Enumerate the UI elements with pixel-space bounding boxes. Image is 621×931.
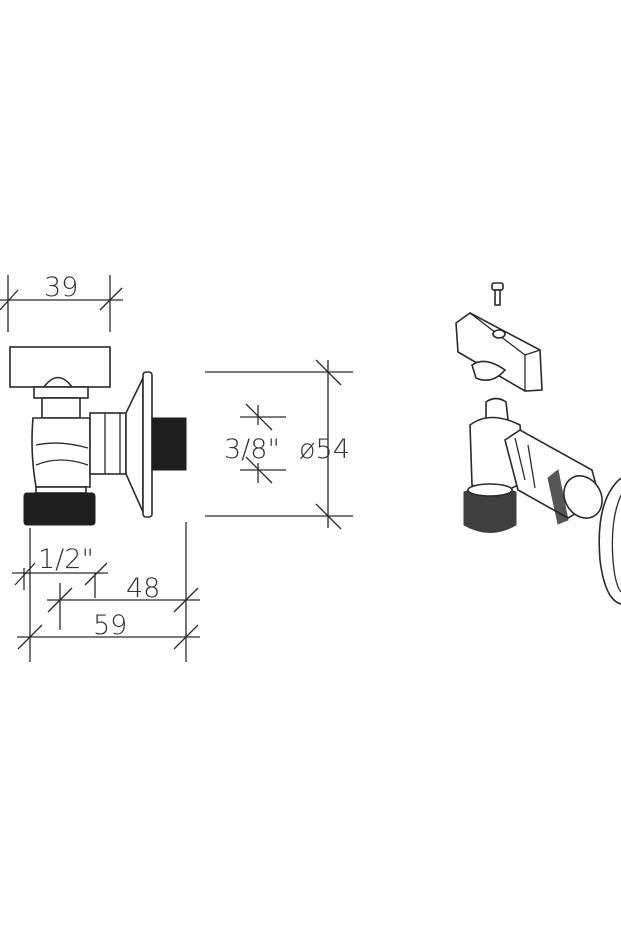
collar bbox=[33, 386, 89, 399]
handle-skirt bbox=[471, 360, 507, 381]
dimension-outlet-thread: 3/8" bbox=[224, 403, 286, 484]
outlet-face bbox=[563, 475, 603, 519]
dimension-label-39: 39 bbox=[44, 272, 78, 303]
inlet-neck bbox=[35, 486, 87, 494]
outlet-thread bbox=[151, 417, 187, 471]
inlet-thread bbox=[23, 492, 96, 526]
screw-shaft bbox=[494, 289, 501, 306]
valve-isometric-view bbox=[455, 282, 621, 605]
dimension-bottom: 1/2" 48 59 bbox=[12, 522, 200, 662]
dimension-label-54: ø54 bbox=[299, 434, 350, 465]
iso-handle bbox=[455, 312, 543, 392]
valve-side-view bbox=[9, 346, 187, 526]
iso-stem bbox=[485, 397, 509, 421]
body-contour bbox=[35, 442, 89, 466]
dimension-label-1-2: 1/2" bbox=[38, 544, 94, 575]
screw-head bbox=[491, 282, 504, 291]
dimension-label-3-8: 3/8" bbox=[224, 434, 280, 465]
stem-neck bbox=[41, 397, 81, 419]
dimension-39: 39 bbox=[0, 272, 123, 332]
dimension-label-48: 48 bbox=[126, 573, 160, 604]
flange-cone bbox=[125, 377, 144, 513]
flange-plate bbox=[142, 371, 153, 518]
valve-body bbox=[31, 417, 91, 488]
dimension-flange-diameter: ø54 bbox=[205, 359, 353, 530]
dimension-label-59: 59 bbox=[93, 610, 127, 641]
